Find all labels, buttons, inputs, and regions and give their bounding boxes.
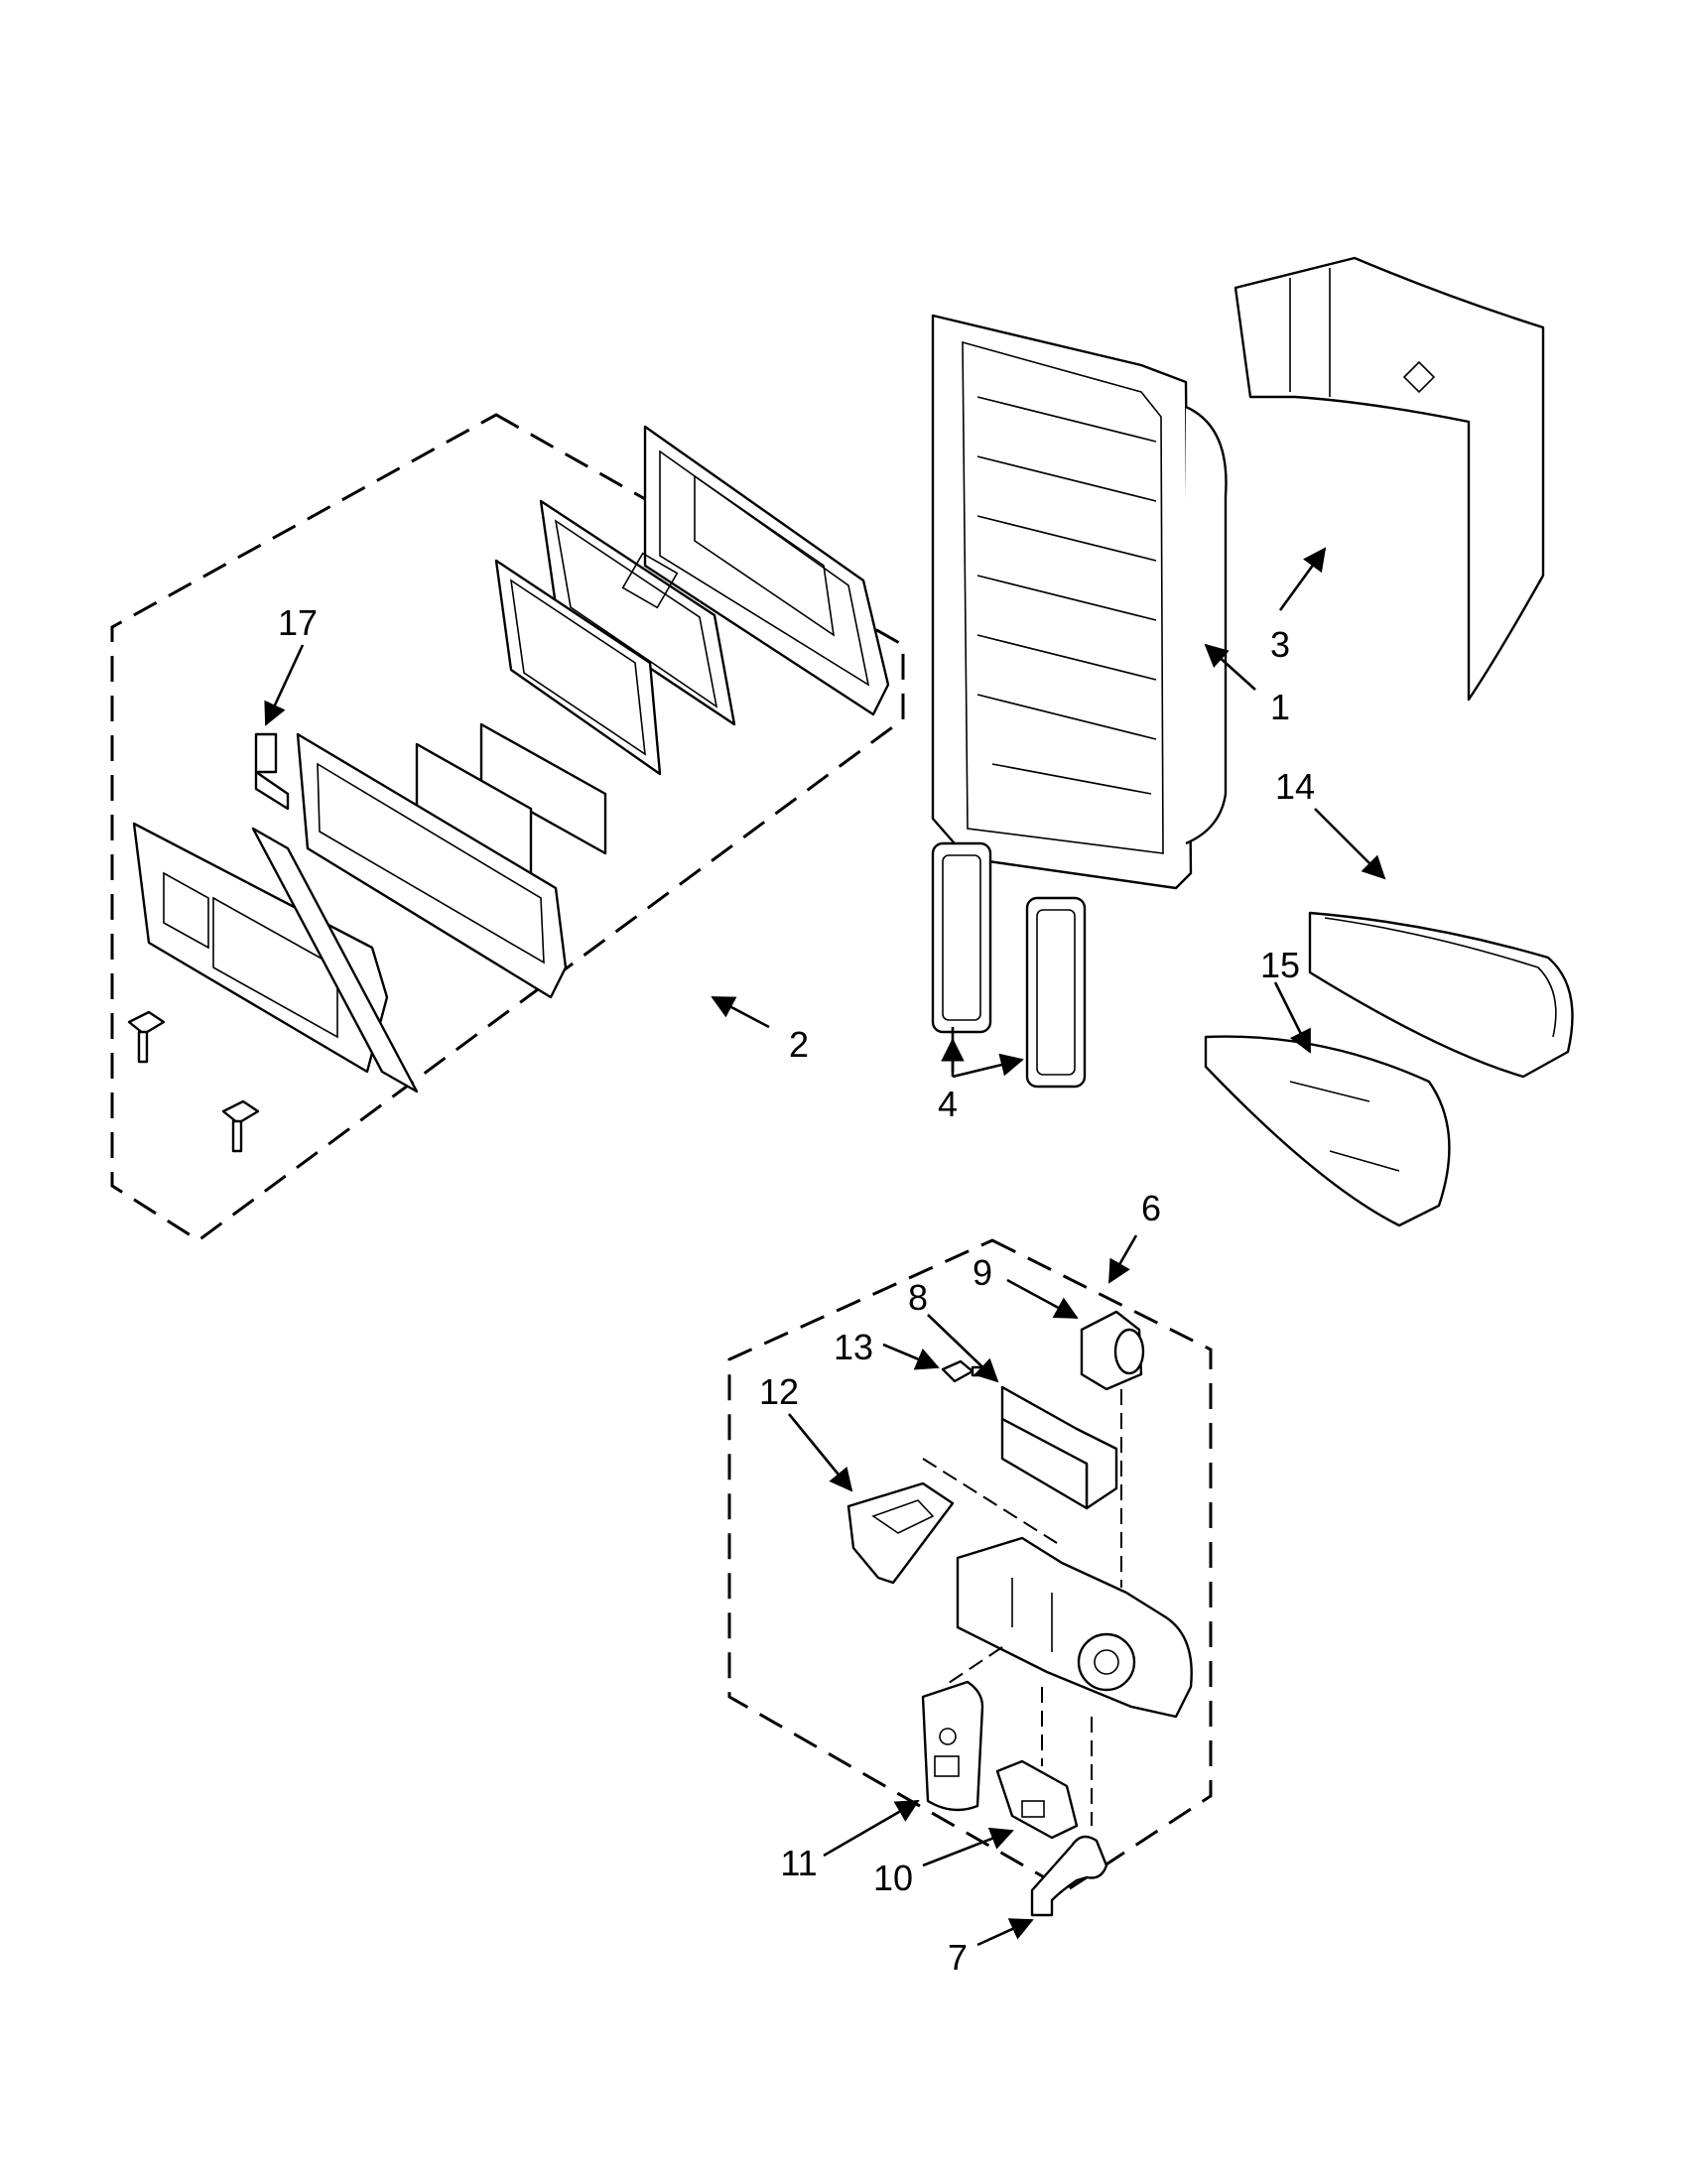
leader-11	[823, 1799, 920, 1858]
gear-motor-9	[1080, 1310, 1145, 1391]
actuator-bracket-8	[1000, 1385, 1118, 1510]
leader-17	[264, 644, 305, 726]
alignment-line-a	[922, 1458, 1058, 1544]
control-panel-housing-rear	[643, 425, 890, 716]
ice-chute-12	[846, 1481, 955, 1585]
leader-6	[1107, 1234, 1138, 1284]
screw-2	[221, 1099, 260, 1153]
pad-left	[931, 841, 992, 1034]
display-lens	[479, 722, 607, 855]
leader-13	[882, 1343, 940, 1370]
leader-8	[927, 1314, 999, 1383]
assembly-6-outline	[727, 1238, 1213, 1892]
leader-7	[976, 1918, 1034, 1947]
assembly-2-outline	[110, 413, 905, 1242]
callout-4: 4	[938, 1084, 958, 1124]
leader-9	[1006, 1278, 1079, 1320]
dispenser-chute-cover	[1234, 256, 1545, 702]
callout-8: 8	[908, 1277, 928, 1318]
screw-1	[127, 1010, 166, 1064]
callout-6: 6	[1141, 1188, 1161, 1228]
callout-17: 17	[278, 602, 318, 643]
control-board	[539, 499, 736, 726]
leader-15	[1273, 981, 1312, 1054]
callout-1: 1	[1270, 687, 1290, 727]
callout-2: 2	[789, 1024, 809, 1065]
dispenser-base	[956, 1536, 1193, 1719]
alignment-line-c	[942, 1646, 1003, 1688]
switch-10	[995, 1759, 1079, 1840]
callout-11: 11	[780, 1843, 817, 1883]
leader-2	[711, 995, 770, 1029]
leader-10	[922, 1827, 1014, 1867]
callout-9: 9	[973, 1252, 992, 1293]
keypad-connector	[254, 732, 290, 811]
water-nozzle-7	[1030, 1835, 1108, 1917]
paddle-11	[921, 1680, 984, 1812]
callout-15: 15	[1260, 945, 1300, 985]
leader-1	[1204, 643, 1256, 691]
dispenser-housing	[931, 314, 1228, 890]
callout-13: 13	[834, 1327, 873, 1367]
screw-13	[941, 1359, 992, 1383]
drip-tray-grille	[1204, 1035, 1451, 1227]
callout-7: 7	[948, 1937, 968, 1978]
pad-right	[1025, 896, 1087, 1089]
control-board-carrier	[494, 559, 662, 776]
callout-3: 3	[1270, 624, 1290, 665]
leader-14	[1314, 808, 1386, 880]
callout-14: 14	[1275, 766, 1315, 807]
callout-12: 12	[759, 1371, 799, 1412]
control-panel-bezel	[132, 822, 419, 1093]
leader-12	[787, 1413, 853, 1492]
callout-10: 10	[873, 1858, 913, 1898]
leader-3	[1278, 547, 1327, 611]
control-frame	[296, 732, 568, 999]
leader-4b	[952, 1053, 1024, 1079]
drip-tray	[1308, 911, 1574, 1079]
